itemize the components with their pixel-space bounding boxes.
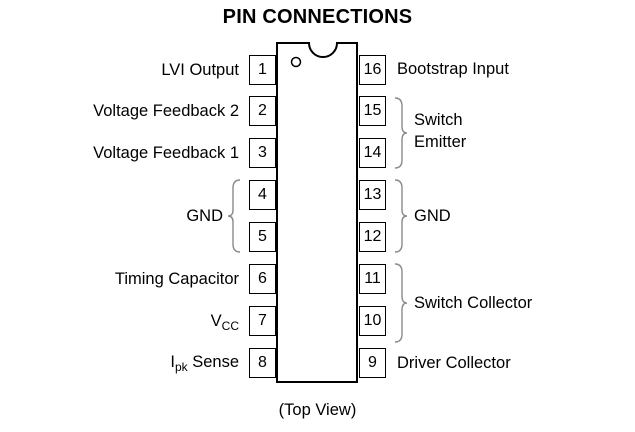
switch-emitter-label-line1: Switch — [414, 111, 463, 129]
right-gnd-brace — [394, 179, 408, 253]
pin-7-label-subscript: CC — [221, 319, 239, 333]
switch-emitter-label-line2: Emitter — [414, 133, 467, 151]
pin-9-box: 9 — [359, 348, 386, 378]
pin-11-box: 11 — [359, 264, 386, 294]
pin-3-label: Voltage Feedback 1 — [93, 144, 239, 162]
package-body — [276, 42, 358, 383]
pin-4-box: 4 — [249, 180, 276, 210]
pin-16-box: 16 — [359, 55, 386, 85]
pin-14-box: 14 — [359, 138, 386, 168]
pin-2-box: 2 — [249, 96, 276, 126]
pin-8-label-rest: Sense — [187, 353, 239, 371]
pin1-indicator-dot — [290, 56, 302, 68]
pin-8-label-subscript: pk — [174, 360, 188, 374]
pin-6-label: Timing Capacitor — [114, 270, 239, 288]
pin-1-label: LVI Output — [161, 61, 239, 79]
pin-3-box: 3 — [249, 138, 276, 168]
pin-7-label-main: V — [210, 312, 222, 330]
diagram-title: PIN CONNECTIONS — [222, 6, 413, 28]
pin-15-box: 15 — [359, 96, 386, 126]
right-gnd-label: GND — [414, 207, 451, 225]
left-gnd-brace — [227, 179, 241, 253]
pin-16-label: Bootstrap Input — [397, 60, 509, 78]
pin-10-box: 10 — [359, 306, 386, 336]
switch-collector-label: Switch Collector — [414, 294, 533, 312]
pin-12-box: 12 — [359, 222, 386, 252]
pin-8-box: 8 — [249, 348, 276, 378]
right-switch-emitter-brace — [394, 97, 408, 169]
pin-1-box: 1 — [249, 55, 276, 85]
pin-8-label-main: I — [170, 353, 175, 371]
pin-9-label: Driver Collector — [397, 354, 511, 372]
left-gnd-label: GND — [186, 207, 223, 225]
pin-2-label: Voltage Feedback 2 — [93, 102, 239, 120]
pin-5-box: 5 — [249, 222, 276, 252]
pin-7-box: 7 — [249, 306, 276, 336]
pin-8-label: Ipk Sense — [170, 352, 239, 374]
pin-7-label: VCC — [210, 311, 239, 333]
pin-6-box: 6 — [249, 264, 276, 294]
right-switch-collector-brace — [394, 263, 408, 343]
pin-13-box: 13 — [359, 180, 386, 210]
top-view-caption: (Top View) — [278, 401, 357, 419]
